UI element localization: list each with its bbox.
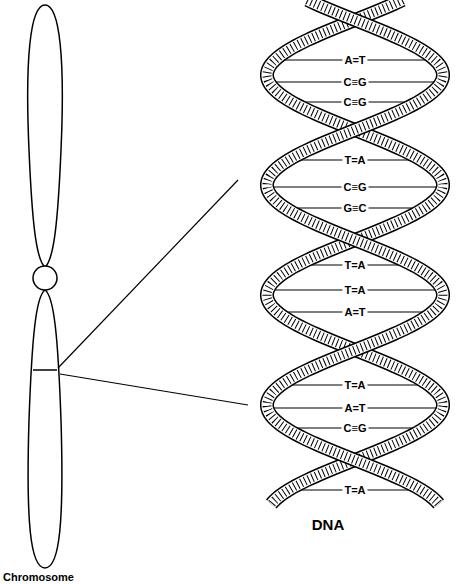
strand-outline bbox=[267, 0, 443, 504]
strand-ribbon bbox=[267, 0, 443, 504]
dna-helix bbox=[267, 0, 443, 504]
strand-hatching bbox=[267, 0, 443, 504]
dna-label: DNA bbox=[312, 517, 345, 532]
base-pair-label: C≡G bbox=[342, 97, 369, 108]
base-pair-label: T=A bbox=[342, 155, 367, 166]
zoom-lines bbox=[58, 180, 248, 405]
base-pair-label: T=A bbox=[342, 380, 367, 391]
base-pair-label: T=A bbox=[342, 260, 367, 271]
chromosome-arm bbox=[28, 290, 62, 568]
zoom-line bbox=[58, 180, 238, 368]
base-pair-label: A=T bbox=[342, 55, 367, 66]
base-pair-label: T=A bbox=[342, 485, 367, 496]
base-pair-label: A=T bbox=[342, 403, 367, 414]
strand-outline bbox=[267, 0, 443, 504]
chromosome-drawing bbox=[28, 5, 63, 568]
chromosome-band bbox=[33, 369, 57, 371]
chromosome-label: Chromosome bbox=[3, 572, 74, 583]
base-pair-label: G≡C bbox=[342, 203, 369, 214]
strand-ribbon bbox=[267, 0, 443, 504]
centromere bbox=[33, 266, 57, 290]
base-pair-label: C≡G bbox=[342, 77, 369, 88]
base-pair-label: C≡G bbox=[342, 182, 369, 193]
base-pair-label: C≡G bbox=[342, 423, 369, 434]
zoom-line bbox=[60, 374, 248, 405]
base-pair-label: A=T bbox=[342, 307, 367, 318]
strand-hatching bbox=[267, 0, 443, 504]
chromosome-arm bbox=[28, 5, 63, 267]
base-pair-label: T=A bbox=[342, 285, 367, 296]
